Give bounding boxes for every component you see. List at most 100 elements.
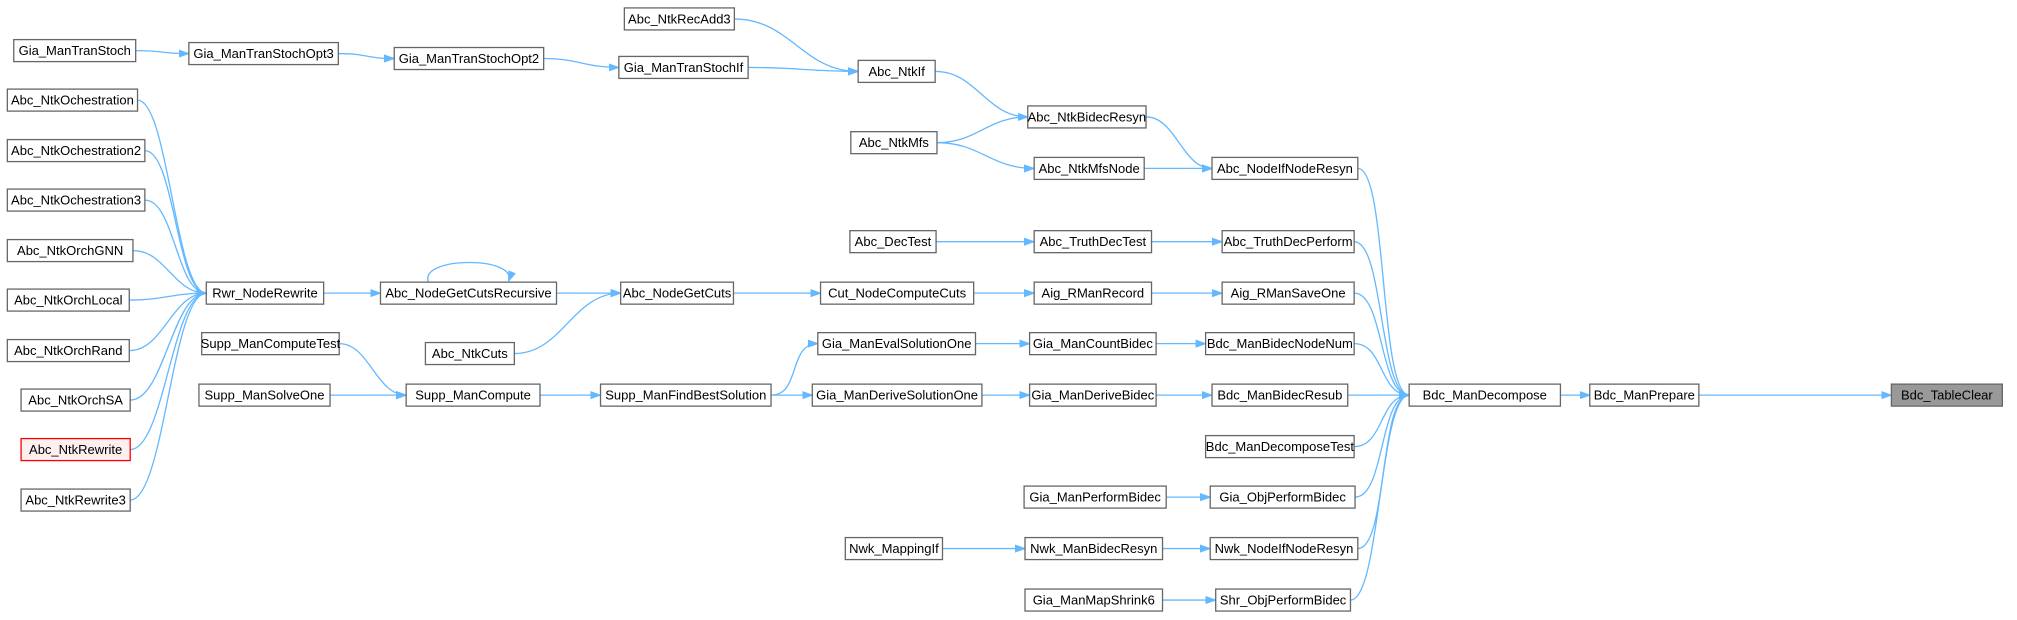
node-btc[interactable]: Bdc_TableClear [1890,383,2003,407]
node-bmbnn[interactable]: Bdc_ManBidecNodeNum [1204,331,1355,356]
node-smc[interactable]: Supp_ManCompute [405,383,541,407]
node-box[interactable] [1221,230,1355,254]
node-box[interactable] [6,138,146,163]
node-nnifnr[interactable]: Nwk_NodeIfNodeResyn [1209,536,1359,561]
node-box[interactable] [1033,281,1153,305]
node-ano[interactable]: Abc_NtkOchestration [6,88,139,112]
node-box[interactable] [1890,383,2003,407]
node-box[interactable] [1028,383,1157,407]
node-smfbs[interactable]: Supp_ManFindBestSolution [599,383,772,407]
node-arr[interactable]: Aig_RManRecord [1033,281,1153,305]
node-anra[interactable]: Abc_NtkRecAdd3 [623,7,736,31]
node-box[interactable] [1221,281,1355,305]
node-box[interactable] [1027,105,1147,129]
node-gts[interactable]: Gia_ManTranStoch [13,38,137,63]
node-smct[interactable]: Supp_ManComputeTest [201,331,341,356]
node-box[interactable] [817,331,977,356]
node-box[interactable] [393,46,545,71]
node-box[interactable] [188,41,339,66]
node-box[interactable] [201,331,340,356]
node-anif[interactable]: Abc_NtkIf [857,59,936,84]
node-box[interactable] [599,383,772,407]
node-atdp[interactable]: Abc_TruthDecPerform [1221,230,1355,254]
node-gmeso[interactable]: Gia_ManEvalSolutionOne [817,331,977,356]
node-box[interactable] [819,281,975,305]
node-box[interactable] [1024,536,1164,561]
node-box[interactable] [6,238,134,263]
node-gmdso[interactable]: Gia_ManDeriveSolutionOne [811,383,983,407]
node-anmfs[interactable]: Abc_NtkMfs [850,131,938,155]
node-smso[interactable]: Supp_ManSolveOne [198,383,331,407]
node-anbr[interactable]: Abc_NtkBidecResyn [1027,105,1147,129]
node-gopb[interactable]: Gia_ObjPerformBidec [1209,485,1356,509]
node-aosa[interactable]: Abc_NtkOrchSA [20,388,131,412]
node-box[interactable] [1209,536,1359,561]
node-aolocal[interactable]: Abc_NtkOrchLocal [6,288,130,312]
node-box[interactable] [623,7,736,31]
node-box[interactable] [1028,331,1157,356]
node-anrw[interactable]: Abc_NtkRewrite [20,437,131,462]
node-box[interactable] [850,131,938,155]
node-ano2[interactable]: Abc_NtkOchestration2 [6,138,146,163]
node-box[interactable] [20,388,131,412]
node-bmbr[interactable]: Bdc_ManBidecResub [1211,383,1349,407]
node-arso[interactable]: Aig_RManSaveOne [1221,281,1355,305]
node-box[interactable] [20,437,131,462]
node-gmcb[interactable]: Gia_ManCountBidec [1028,331,1157,356]
node-anrw3[interactable]: Abc_NtkRewrite3 [20,488,131,512]
node-box[interactable] [811,383,983,407]
node-box[interactable] [1033,156,1145,181]
node-bmdt[interactable]: Bdc_ManDecomposeTest [1204,434,1355,459]
node-box[interactable] [1211,383,1349,407]
node-box[interactable] [1215,588,1352,612]
node-box[interactable] [1408,383,1562,407]
node-box[interactable] [6,88,139,112]
node-ano3[interactable]: Abc_NtkOchestration3 [6,188,146,212]
node-box[interactable] [1033,230,1153,254]
node-gtso3[interactable]: Gia_ManTranStochOpt3 [188,41,339,66]
node-box[interactable] [424,341,515,366]
node-box[interactable] [844,536,944,561]
node-bmp[interactable]: Bdc_ManPrepare [1589,383,1700,407]
node-box[interactable] [1204,331,1355,356]
node-aorand[interactable]: Abc_NtkOrchRand [6,338,130,363]
node-atdt[interactable]: Abc_TruthDecTest [1033,230,1153,254]
node-box[interactable] [20,488,131,512]
node-box[interactable] [405,383,541,407]
node-box[interactable] [13,38,137,63]
node-gmms6[interactable]: Gia_ManMapShrink6 [1024,588,1164,612]
node-box[interactable] [1209,485,1356,509]
node-box[interactable] [1023,485,1167,509]
node-nmif[interactable]: Nwk_MappingIf [844,536,944,561]
node-anmfsn[interactable]: Abc_NtkMfsNode [1033,156,1145,181]
node-box[interactable] [6,338,130,363]
node-nmbr[interactable]: Nwk_ManBidecResyn [1024,536,1164,561]
node-box[interactable] [6,288,130,312]
node-box[interactable] [618,55,749,80]
node-box[interactable] [849,230,937,254]
node-box[interactable] [6,188,146,212]
node-angc[interactable]: Abc_NodeGetCuts [620,281,735,305]
node-box[interactable] [198,383,331,407]
node-cncc[interactable]: Cut_NodeComputeCuts [819,281,975,305]
node-gtsif[interactable]: Gia_ManTranStochIf [618,55,749,80]
node-gtso2[interactable]: Gia_ManTranStochOpt2 [393,46,545,71]
node-aognn[interactable]: Abc_NtkOrchGNN [6,238,134,263]
node-box[interactable] [620,281,735,305]
node-box[interactable] [379,281,558,305]
node-box[interactable] [1211,156,1359,181]
node-anc[interactable]: Abc_NtkCuts [424,341,515,366]
node-bmd[interactable]: Bdc_ManDecompose [1408,383,1562,407]
node-box[interactable] [205,281,325,305]
node-anifnr[interactable]: Abc_NodeIfNodeResyn [1211,156,1359,181]
node-gmpb[interactable]: Gia_ManPerformBidec [1023,485,1167,509]
node-adt[interactable]: Abc_DecTest [849,230,937,254]
node-gmdb[interactable]: Gia_ManDeriveBidec [1028,383,1157,407]
node-rnr[interactable]: Rwr_NodeRewrite [205,281,325,305]
node-box[interactable] [857,59,936,84]
node-box[interactable] [1204,434,1355,459]
node-box[interactable] [1024,588,1164,612]
node-sopb[interactable]: Shr_ObjPerformBidec [1215,588,1352,612]
node-angcr[interactable]: Abc_NodeGetCutsRecursive [379,281,558,305]
node-box[interactable] [1589,383,1700,407]
